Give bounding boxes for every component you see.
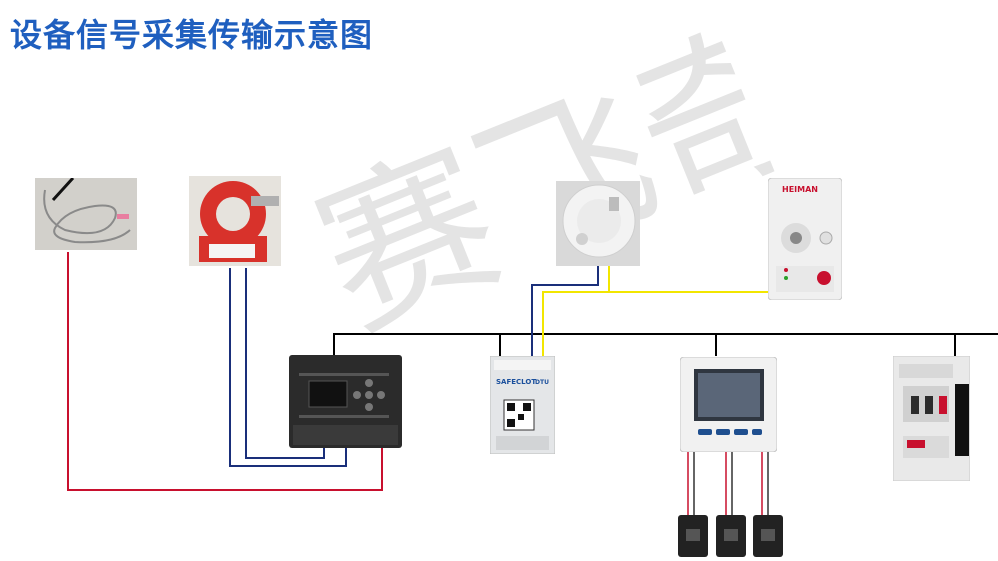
red-wire-temp (67, 252, 383, 491)
dtu-gateway-icon: SAFECLOT DTU (489, 355, 556, 455)
current-clamp-icon (678, 515, 708, 557)
navy-wire-smoke (531, 266, 599, 358)
blue-wire-ct-1 (229, 268, 347, 467)
bus-line (333, 333, 998, 355)
leakage-current-transformer-icon (189, 176, 281, 266)
gas-detector-icon: HEIMAN (767, 177, 843, 301)
smoke-detector-icon (556, 181, 640, 266)
current-clamp-icon (753, 515, 783, 557)
page-title: 设备信号采集传输示意图 (10, 16, 374, 54)
temperature-probe-icon (35, 176, 137, 250)
dtu-brand: SAFECLOT (496, 378, 536, 386)
dtu-tag: DTU (535, 379, 549, 386)
electrical-fire-monitor-icon (289, 355, 402, 448)
gas-detector-brand: HEIMAN (782, 185, 818, 194)
current-clamp-icon (716, 515, 746, 557)
blue-wire-ct-2 (245, 268, 325, 459)
smart-breaker-icon (892, 355, 971, 482)
yellow-wire-smoke (542, 266, 610, 358)
power-meter-icon (679, 356, 778, 453)
